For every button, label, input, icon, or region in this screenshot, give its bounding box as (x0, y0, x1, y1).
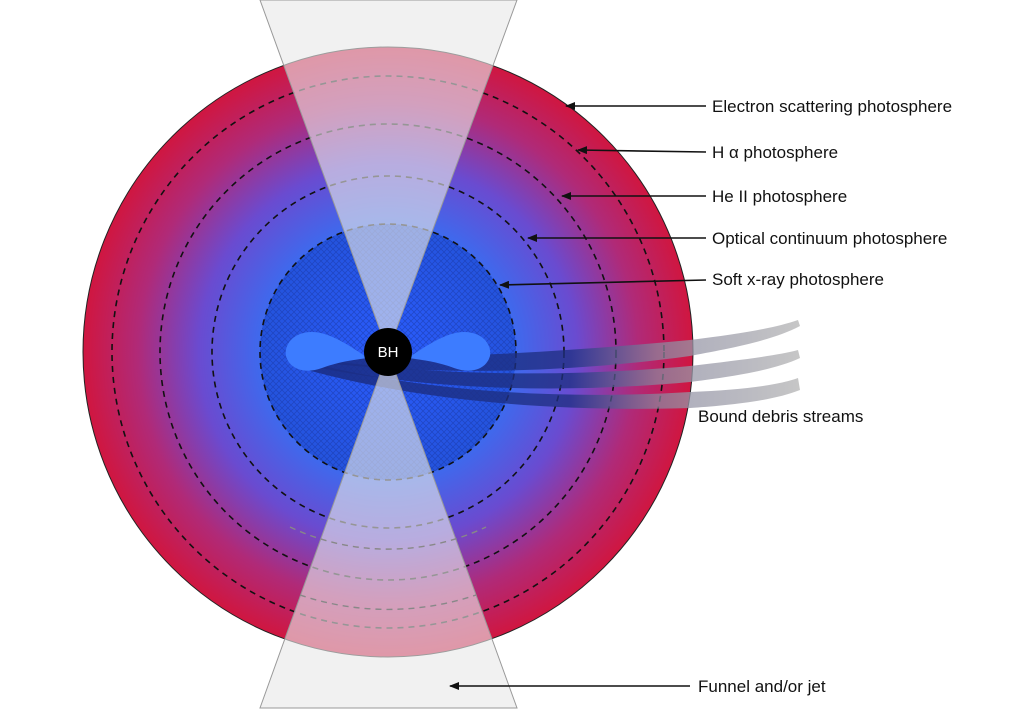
right-accretion-lobe (408, 332, 491, 371)
left-accretion-lobe (285, 332, 368, 371)
electron-scattering-label: Electron scattering photosphere (712, 97, 952, 116)
soft-xray-label: Soft x-ray photosphere (712, 270, 884, 289)
soft-xray-arrow (499, 279, 707, 289)
funnel-dashed-overlay (289, 526, 487, 611)
funnel-jet-lower-cone (259, 350, 518, 709)
bound-debris-label: Bound debris streams (698, 407, 863, 426)
he-ii-label: He II photosphere (712, 187, 847, 206)
black-hole-label: BH (378, 344, 399, 361)
h-alpha-arrow (577, 146, 707, 155)
black-hole (364, 328, 412, 376)
optical-continuum-label: Optical continuum photosphere (712, 229, 947, 248)
funnel-jet-upper-cone (259, 0, 518, 354)
h-alpha-label: H α photosphere (712, 143, 838, 162)
funnel-jet-label: Funnel and/or jet (698, 677, 826, 696)
